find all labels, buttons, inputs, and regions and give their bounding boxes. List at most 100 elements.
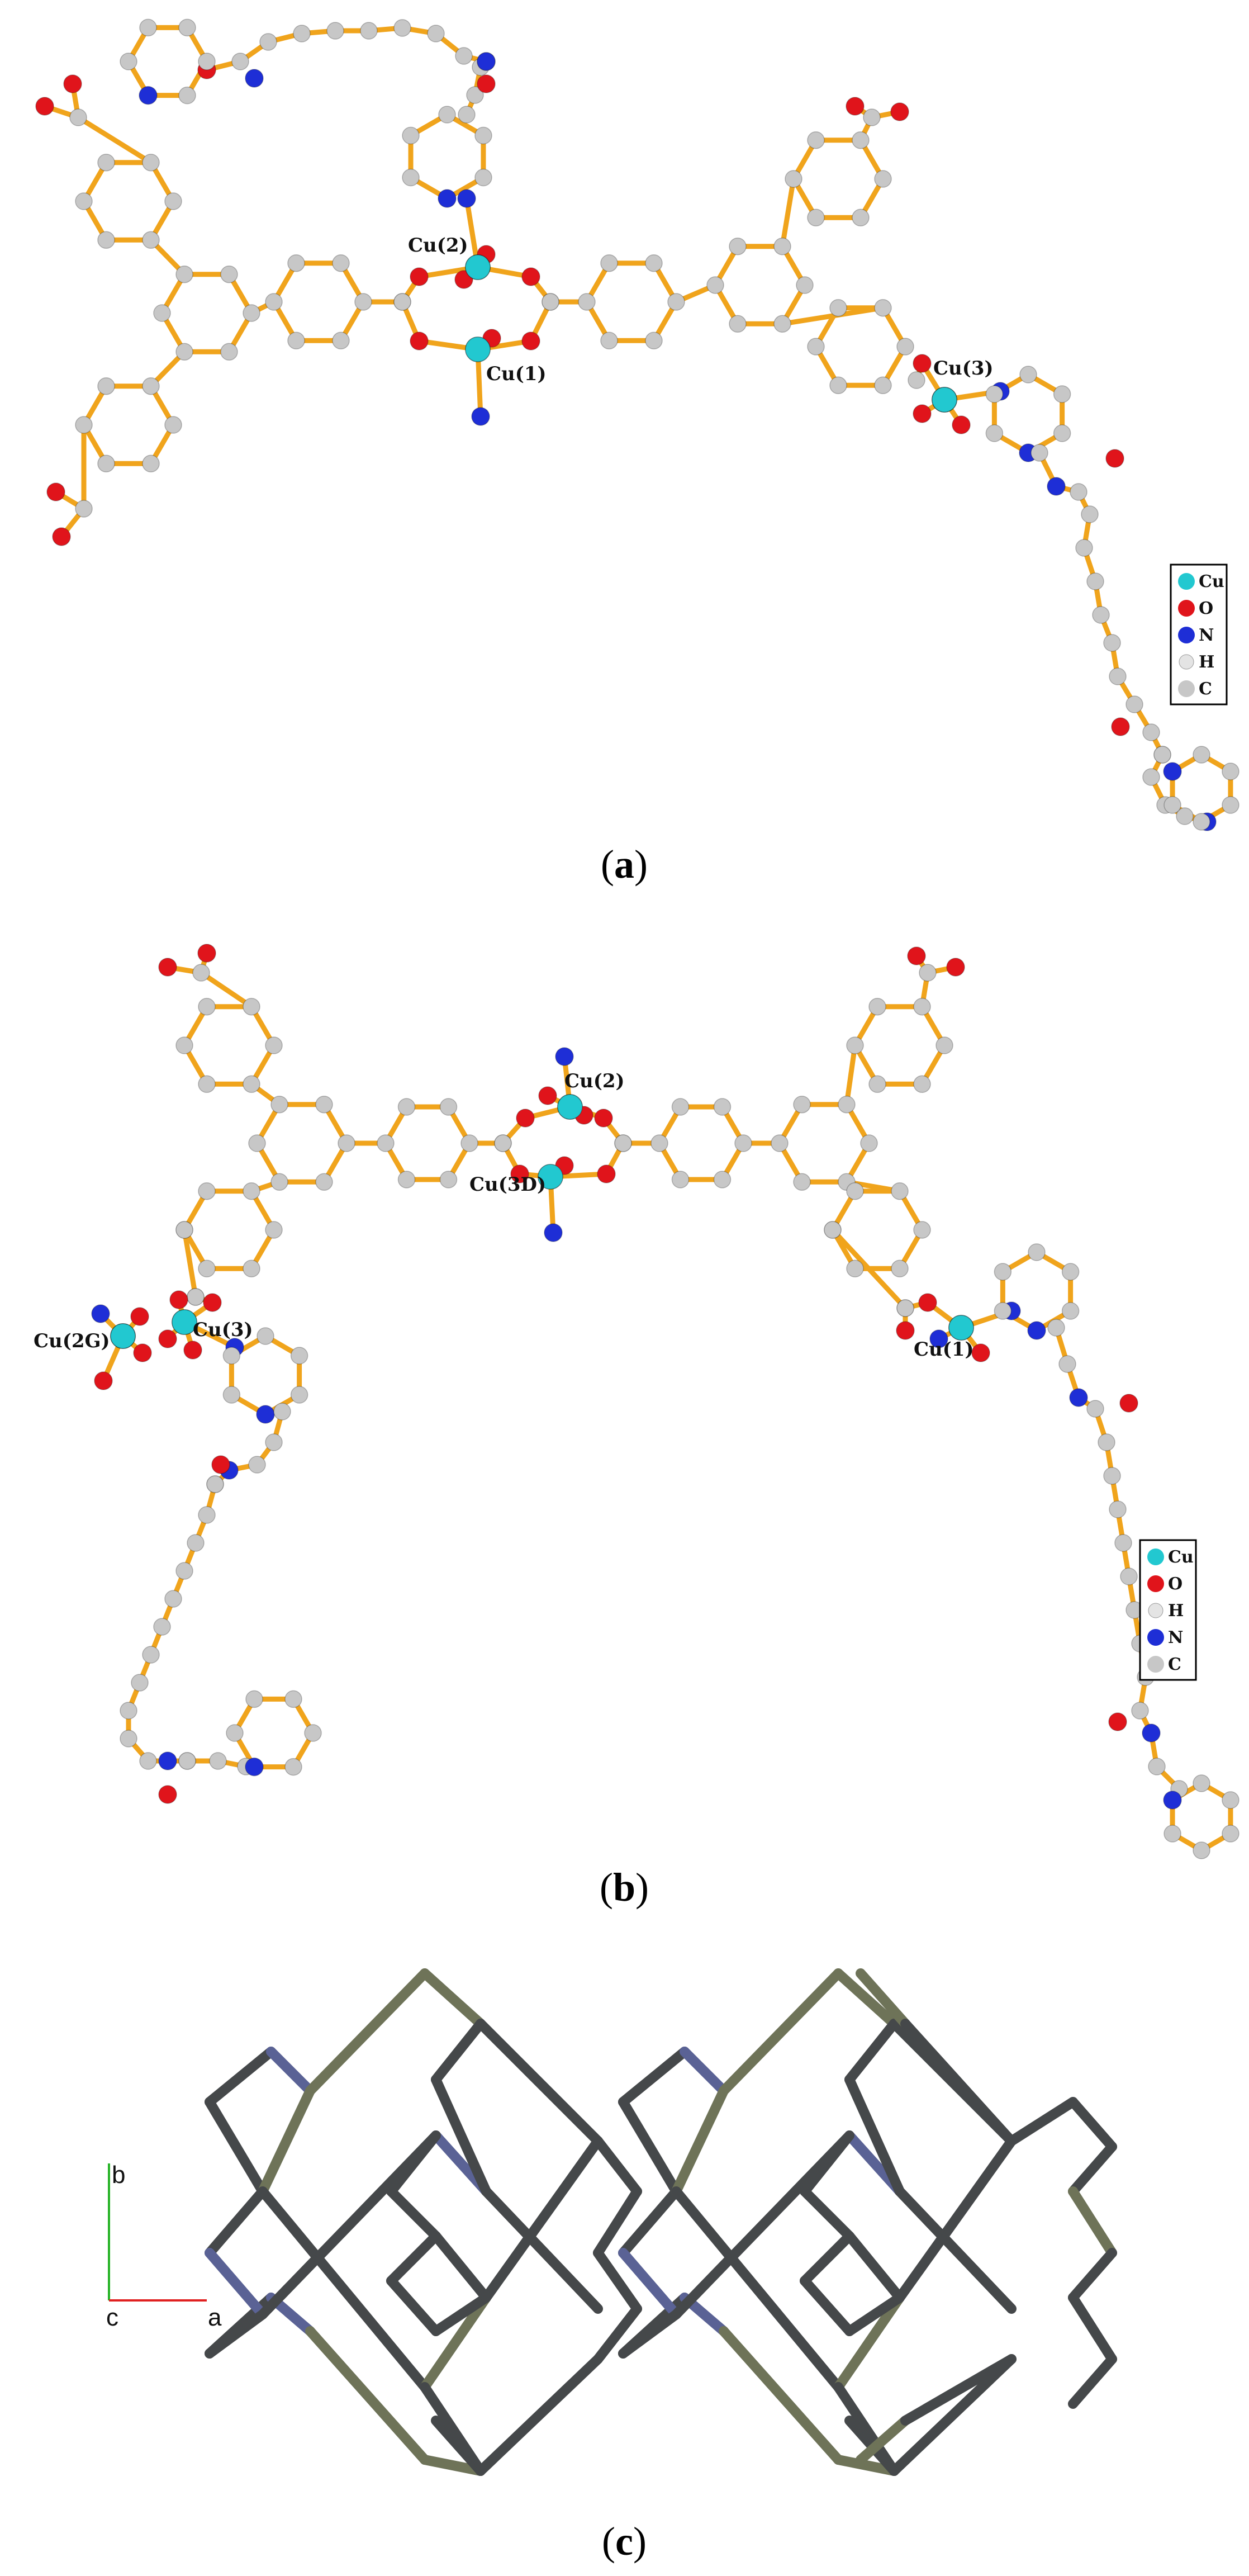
- net-edge: [900, 2019, 1017, 2146]
- carbon-atom: [1222, 796, 1239, 814]
- legend-label-c: C: [1168, 1655, 1181, 1674]
- carbon-atom: [1030, 444, 1048, 462]
- carbon-atom: [175, 1562, 193, 1580]
- carbon-atom: [846, 1036, 864, 1054]
- atom-label-cu3d: Cu(3D): [469, 1173, 546, 1196]
- carbon-atom: [192, 964, 210, 982]
- net-edge: [719, 2326, 843, 2465]
- carbon-atom: [273, 1403, 291, 1420]
- oxygen-atom: [203, 1293, 222, 1312]
- carbon-atom: [891, 1259, 909, 1278]
- carbon-atom: [259, 33, 277, 51]
- nitrogen-atom: [1142, 1723, 1161, 1742]
- carbon-atom: [1193, 1841, 1210, 1859]
- carbon-atom: [175, 1221, 193, 1239]
- carbon-atom: [142, 377, 160, 395]
- oxygen-atom: [538, 1086, 557, 1105]
- carbon-atom: [667, 293, 685, 311]
- oxygen-atom: [130, 1307, 149, 1326]
- atom-label-cu3: Cu(3): [933, 357, 994, 380]
- carbon-atom: [807, 338, 825, 356]
- carbon-atom: [139, 18, 157, 37]
- carbon-atom: [97, 377, 115, 395]
- nitrogen-atom: [158, 1751, 177, 1770]
- bond: [182, 1227, 198, 1300]
- carbon-atom: [600, 254, 618, 272]
- carbon-atom: [1053, 424, 1071, 442]
- carbon-atom: [226, 1724, 244, 1742]
- legend-box: [1139, 1539, 1197, 1681]
- carbon-atom: [270, 1173, 288, 1191]
- carbon-atom: [896, 1299, 914, 1317]
- carbon-atom: [600, 332, 618, 350]
- carbon-atom: [265, 1036, 283, 1054]
- carbon-atom: [1222, 1825, 1239, 1843]
- net-edge: [258, 2186, 430, 2392]
- atom-label-cu2: Cu(2): [408, 234, 468, 257]
- oxygen-atom: [183, 1341, 202, 1360]
- net-edge: [671, 2086, 729, 2196]
- carbon-atom: [1103, 1467, 1121, 1485]
- net-edge: [719, 1968, 843, 2096]
- carbon-atom: [1163, 1825, 1181, 1843]
- net-edge: [618, 2097, 681, 2196]
- carbon-atom: [771, 1134, 789, 1152]
- carbon-atom: [1148, 1758, 1166, 1775]
- carbon-atom: [868, 1075, 886, 1093]
- carbon-atom: [75, 192, 93, 210]
- legend-swatch-h: [1179, 654, 1194, 670]
- panel-a-molecular-structure: Cu(2) Cu(1) Cu(3) Cu O N H C (a): [35, 18, 1239, 887]
- oxygen-atom: [133, 1343, 152, 1362]
- carbon-atom: [402, 168, 420, 187]
- carbon-atom: [1193, 813, 1210, 831]
- net-edge: [386, 2231, 441, 2286]
- legend-label-h: H: [1168, 1601, 1184, 1621]
- nitrogen-atom: [1047, 477, 1066, 496]
- nitrogen-atom: [256, 1405, 275, 1424]
- oxygen-atom: [477, 74, 496, 93]
- legend-swatch-cu: [1147, 1549, 1164, 1565]
- net-edge: [1068, 2248, 1117, 2303]
- net-edge: [420, 2382, 486, 2476]
- carbon-atom: [645, 254, 663, 272]
- net-edge: [593, 2186, 642, 2258]
- copper-atom: [172, 1309, 197, 1335]
- carbon-atom: [874, 299, 892, 317]
- oxygen-atom: [1105, 449, 1124, 468]
- carbon-atom: [614, 1134, 632, 1152]
- carbon-atom: [153, 1618, 171, 1636]
- carbon-atom: [1142, 723, 1160, 741]
- net-edge: [618, 2186, 681, 2258]
- carbon-atom: [1103, 634, 1121, 652]
- carbon-atom: [164, 1590, 182, 1608]
- carbon-atom: [773, 237, 791, 255]
- net-edge: [800, 2186, 854, 2241]
- net-edge: [205, 2047, 276, 2107]
- panel-c-axes: b c a: [106, 2161, 222, 2331]
- carbon-atom: [198, 53, 216, 70]
- carbon-atom: [315, 1173, 333, 1191]
- oxygen-atom: [510, 1164, 529, 1183]
- carbon-atom: [1028, 1243, 1046, 1261]
- net-edge: [476, 2019, 603, 2146]
- carbon-atom: [1092, 606, 1110, 624]
- carbon-atom: [290, 1347, 308, 1365]
- oxygen-atom: [197, 944, 216, 963]
- nitrogen-atom: [1027, 1321, 1046, 1340]
- carbon-atom: [75, 416, 93, 434]
- oxygen-atom: [846, 97, 865, 116]
- carbon-atom: [69, 108, 87, 126]
- carbon-atom: [913, 1075, 931, 1093]
- axis-b-label: b: [112, 2161, 125, 2189]
- carbon-atom: [734, 1134, 752, 1152]
- carbon-atom: [265, 293, 283, 311]
- carbon-atom: [377, 1134, 395, 1152]
- oxygen-atom: [158, 1329, 177, 1348]
- net-edge: [889, 2354, 1017, 2476]
- net-edge: [680, 2047, 729, 2096]
- net-edge: [895, 2136, 1017, 2303]
- carbon-atom: [829, 376, 847, 395]
- carbon-atom: [896, 338, 914, 356]
- carbon-atom: [807, 131, 825, 149]
- oxygen-atom: [63, 74, 82, 93]
